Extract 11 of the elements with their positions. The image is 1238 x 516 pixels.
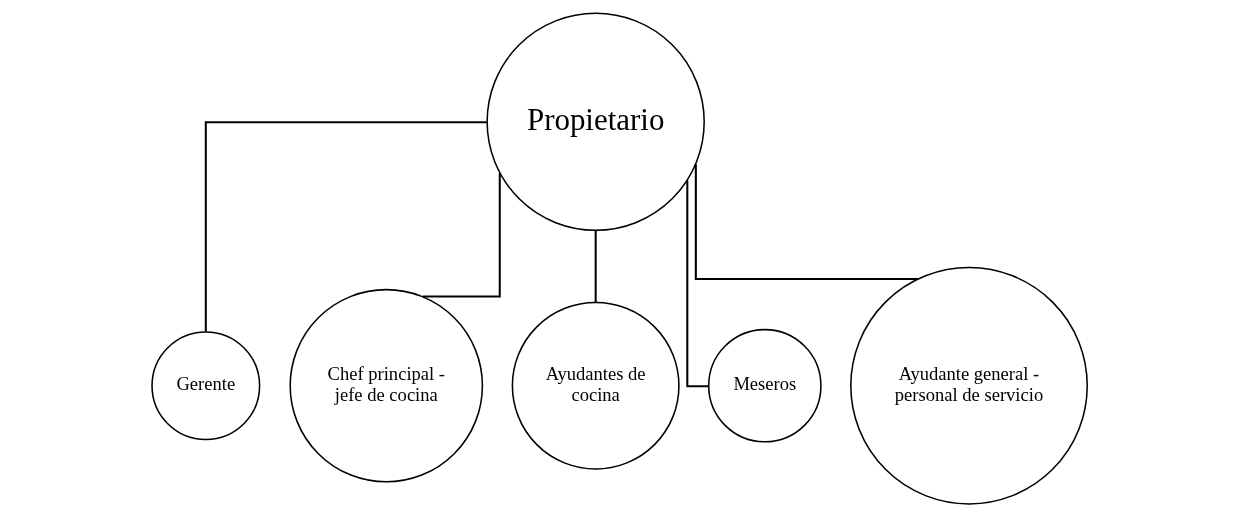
connector [694, 163, 918, 280]
node-circle: Ayudantes de cocina [511, 301, 680, 470]
connector [685, 180, 708, 387]
node-circle: Gerente [150, 330, 260, 440]
node-circle: Propietario [485, 12, 705, 231]
node-circle: Meseros [707, 328, 822, 443]
node-circle: Ayudante general - personal de servicio [849, 266, 1088, 505]
connector [422, 172, 501, 298]
connector [594, 230, 597, 302]
node-circle: Chef principal - jefe de cocina [288, 288, 483, 483]
connector [204, 120, 487, 331]
